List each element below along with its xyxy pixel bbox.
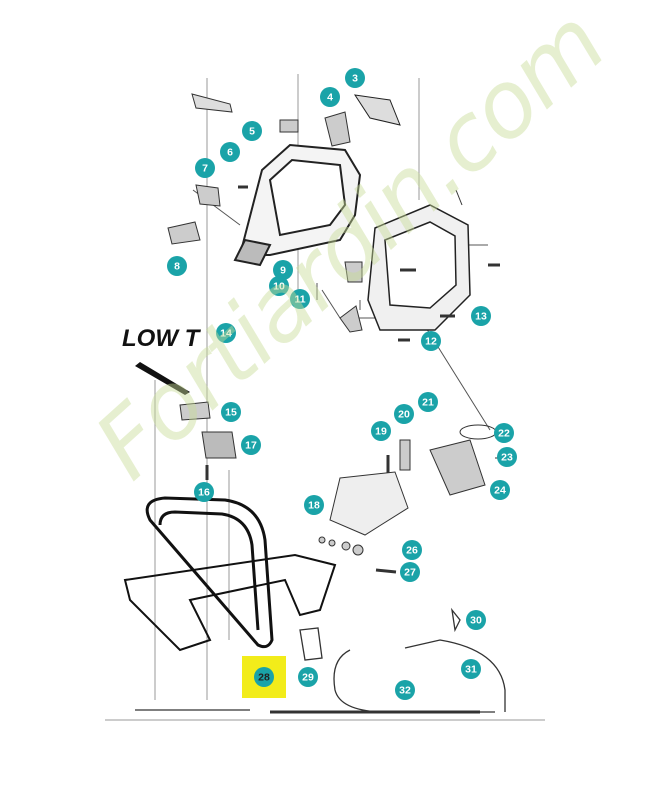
callout-part-10[interactable]: 10 [269, 276, 289, 296]
callout-part-8[interactable]: 8 [167, 256, 187, 276]
callout-part-27[interactable]: 27 [400, 562, 420, 582]
callout-label: 9 [280, 265, 286, 277]
callout-label: 12 [425, 336, 437, 348]
callout-label: 22 [498, 428, 510, 440]
cable-assemblies [135, 607, 506, 714]
callout-label: 17 [245, 440, 257, 452]
callout-label: 26 [406, 545, 418, 557]
callout-part-15[interactable]: 15 [221, 402, 241, 422]
callout-part-32[interactable]: 32 [395, 680, 415, 700]
callout-label: 27 [404, 567, 416, 579]
trigger-part [353, 94, 401, 126]
callout-part-4[interactable]: 4 [320, 87, 340, 107]
callout-label: 30 [470, 615, 482, 627]
callout-group: 3 4 5 6 7 8 9 10 11 12 13 14 15 16 17 18 19 20 21 22 23 24 26 2… [167, 68, 517, 700]
callout-label: 16 [198, 487, 210, 499]
callout-part-13[interactable]: 13 [471, 306, 491, 326]
callout-part-29[interactable]: 29 [298, 667, 318, 687]
callout-label: 13 [475, 311, 487, 323]
callout-label: 5 [249, 126, 255, 138]
callout-label: 23 [501, 452, 513, 464]
brand-logo: LOW T [122, 325, 202, 395]
callout-label: 15 [225, 407, 237, 419]
callout-label: 8 [174, 261, 180, 273]
small-parts-upper [167, 111, 500, 342]
callout-part-12[interactable]: 12 [421, 331, 441, 351]
front-handle-bar-part [123, 496, 337, 652]
callout-label: 31 [465, 664, 477, 676]
callout-label: 24 [494, 485, 506, 497]
callout-label: 20 [398, 409, 410, 421]
callout-part-17[interactable]: 17 [241, 435, 261, 455]
grip-cover-part [191, 93, 233, 113]
callout-label: 29 [302, 672, 314, 684]
callout-part-23[interactable]: 23 [497, 447, 517, 467]
callout-label: 21 [422, 397, 434, 409]
callout-part-5[interactable]: 5 [242, 121, 262, 141]
callout-part-3[interactable]: 3 [345, 68, 365, 88]
callout-part-6[interactable]: 6 [220, 142, 240, 162]
callout-part-16[interactable]: 16 [194, 482, 214, 502]
callout-part-22[interactable]: 22 [494, 423, 514, 443]
callout-label: 19 [375, 426, 387, 438]
callout-part-31[interactable]: 31 [461, 659, 481, 679]
callout-label: 18 [308, 500, 320, 512]
callout-label: 4 [327, 92, 333, 104]
callout-label: 11 [294, 294, 305, 306]
callout-label: 10 [273, 281, 285, 293]
callout-part-7[interactable]: 7 [195, 158, 215, 178]
callout-part-14[interactable]: 14 [216, 323, 236, 343]
callout-part-21[interactable]: 21 [418, 392, 438, 412]
callout-part-24[interactable]: 24 [490, 480, 510, 500]
callout-label: 6 [227, 147, 233, 159]
small-parts-middle [179, 401, 505, 574]
callout-label: 32 [399, 685, 411, 697]
callout-part-28[interactable]: 28 [242, 656, 286, 698]
handle-housing-part [233, 143, 362, 267]
callout-part-9[interactable]: 9 [273, 260, 293, 280]
callout-part-19[interactable]: 19 [371, 421, 391, 441]
callout-label: 7 [202, 163, 208, 175]
callout-label: 3 [352, 73, 358, 85]
side-cover-part [367, 204, 471, 331]
callout-part-30[interactable]: 30 [466, 610, 486, 630]
callout-label: 14 [220, 328, 232, 340]
callout-part-18[interactable]: 18 [304, 495, 324, 515]
callout-part-26[interactable]: 26 [402, 540, 422, 560]
callout-label: 28 [258, 672, 270, 684]
callout-part-20[interactable]: 20 [394, 404, 414, 424]
brand-logo-text: LOW T [122, 325, 202, 352]
callout-part-11[interactable]: 11 [290, 289, 310, 309]
